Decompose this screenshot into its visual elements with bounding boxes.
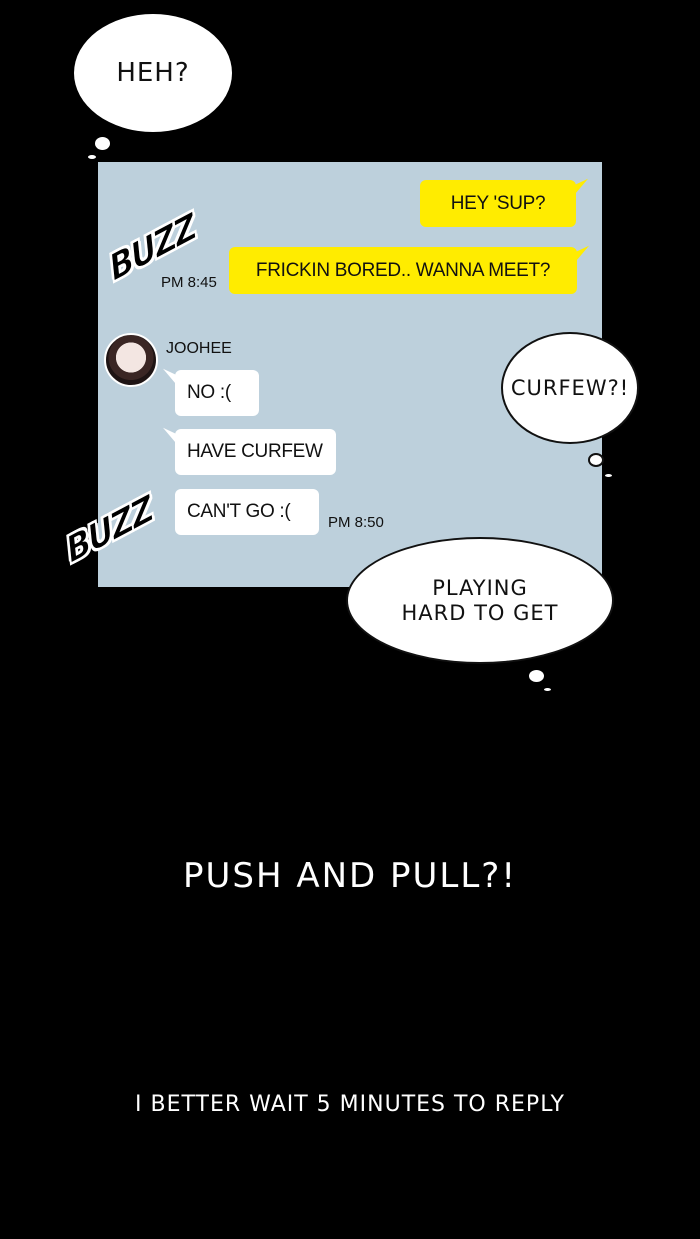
thought-text-playing-hard: PLAYING HARD TO GET — [401, 575, 559, 625]
thought-puff — [544, 688, 551, 691]
thought-bubble-heh: HEH? — [74, 14, 232, 132]
contact-name: JOOHEE — [166, 340, 232, 357]
thought-text-curfew: CURFEW?! — [510, 376, 630, 400]
thought-bubble-curfew: CURFEW?! — [501, 332, 639, 444]
thought-bubble-playing-hard: PLAYING HARD TO GET — [346, 537, 614, 664]
thought-puff — [88, 155, 96, 159]
chat-message-outgoing: HEY 'SUP? — [420, 178, 588, 227]
chat-message-outgoing: FRICKIN BORED.. WANNA MEET? — [229, 245, 589, 294]
contact-avatar[interactable] — [104, 333, 158, 387]
message-text: FRICKIN BORED.. WANNA MEET? — [255, 259, 551, 281]
narration-wait-reply: I BETTER WAIT 5 MINUTES TO REPLY — [135, 1092, 565, 1117]
message-text: CAN'T GO :( — [187, 501, 291, 522]
message-text: NO :( — [187, 382, 231, 403]
narration-push-pull: PUSH AND PULL?! — [183, 856, 517, 896]
message-timestamp: PM 8:50 — [328, 514, 384, 531]
chat-message-incoming: HAVE CURFEW — [163, 427, 336, 475]
thought-puff — [588, 453, 604, 467]
thought-puff — [605, 474, 612, 477]
message-text: HAVE CURFEW — [187, 441, 323, 462]
message-timestamp: PM 8:45 — [161, 274, 217, 291]
chat-message-incoming: CAN'T GO :( — [175, 489, 319, 535]
chat-message-incoming: NO :( — [163, 368, 259, 416]
thought-text-heh: HEH? — [116, 58, 190, 88]
thought-puff — [95, 137, 110, 150]
message-text: HEY 'SUP? — [450, 192, 546, 214]
thought-puff — [529, 670, 544, 682]
